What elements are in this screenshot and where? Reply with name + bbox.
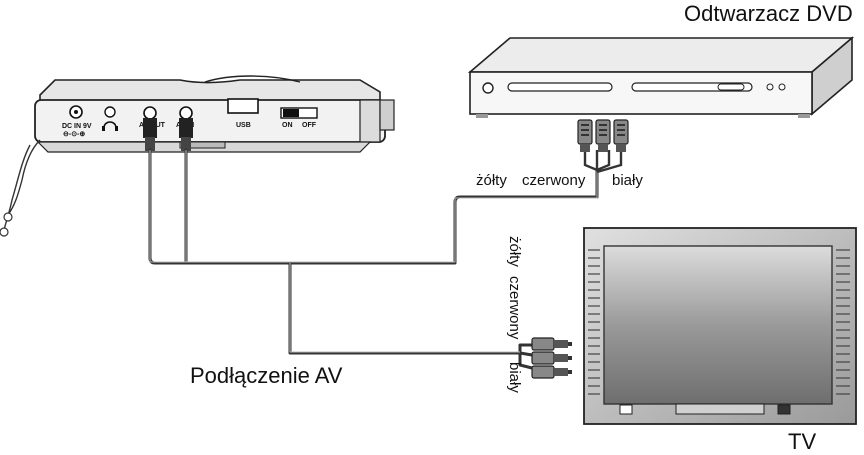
usb-label: USB [236,122,251,129]
portable-dvd-player: DC IN 9V ⊖-⊙-⊕ AV OUT AV IN USB ON OFF [0,75,395,237]
dvd-player [467,36,855,118]
connection-label: Podłączenie AV [190,363,343,388]
av-out-jack [143,106,157,120]
top-label-yellow: żółty [476,172,507,189]
earphone-cable [3,139,41,231]
side-label-red: czerwony [506,276,523,340]
av-out-plug [143,118,157,151]
usb-port [227,98,259,114]
svg-text:⊖-⊙-⊕: ⊖-⊙-⊕ [63,131,85,138]
side-label-yellow: żółty [506,236,523,267]
tv-label: TV [788,429,817,454]
top-label-red: czerwony [522,172,586,189]
top-label-white: biały [612,172,643,189]
av-in-jack [179,106,193,120]
dc-in-label: DC IN 9V [62,123,92,130]
dvd-player-label: Odtwarzacz DVD [684,1,853,26]
tv-rca-plugs [531,337,572,379]
headphone-jack [104,106,116,118]
side-label-white: biały [506,362,523,393]
dvd-rca-plugs [577,119,629,174]
off-label: OFF [302,122,317,129]
av-in-plug [179,118,193,151]
tv [583,227,857,425]
on-label: ON [282,122,293,129]
